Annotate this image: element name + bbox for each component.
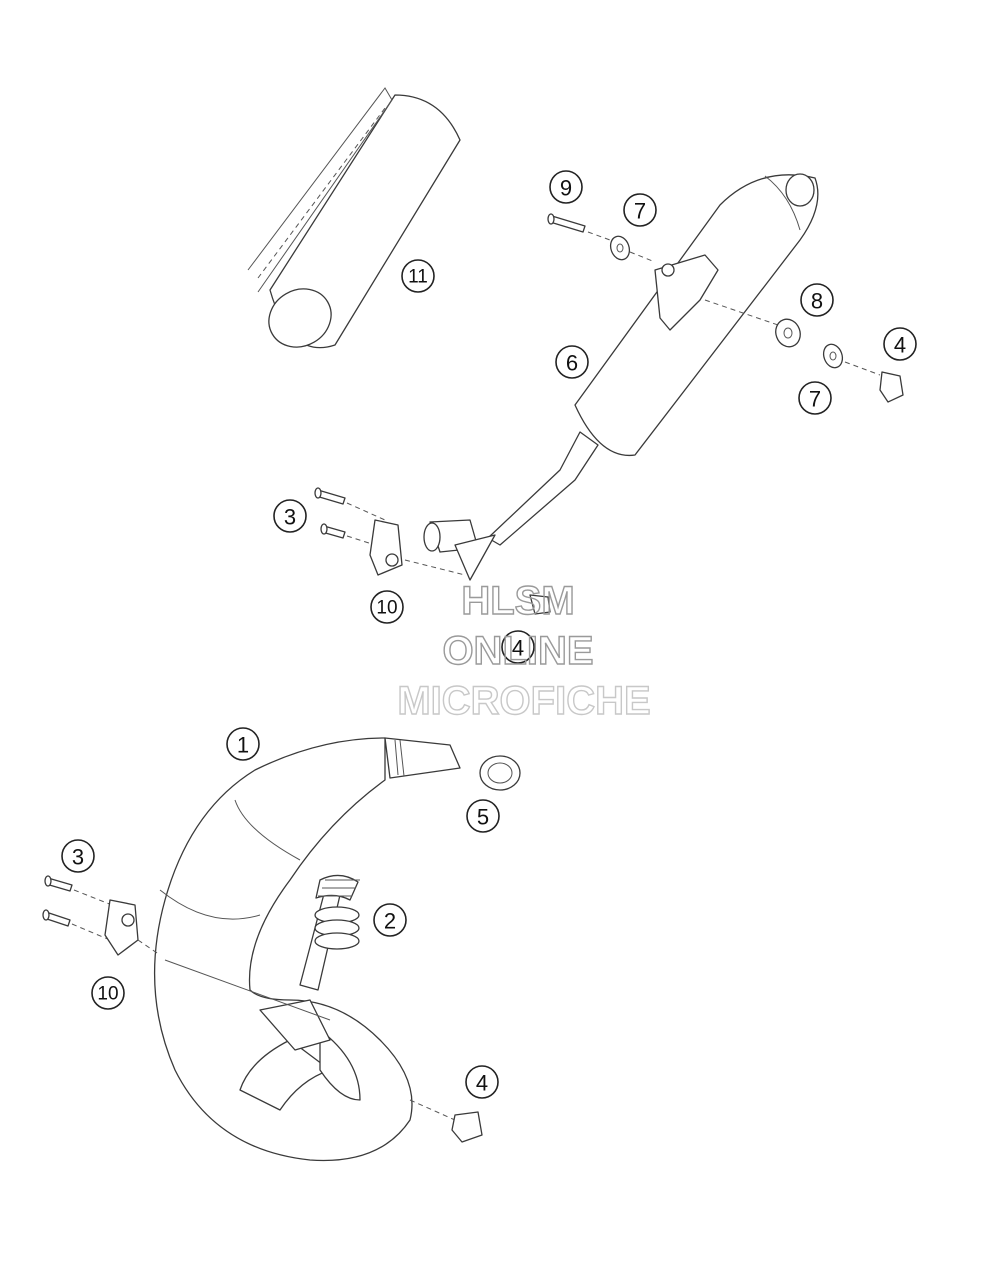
part-7-washer-lower [822, 343, 881, 376]
svg-text:5: 5 [477, 805, 489, 830]
svg-text:6: 6 [566, 351, 578, 376]
svg-text:4: 4 [894, 333, 906, 358]
part-6-silencer [423, 173, 819, 581]
svg-text:7: 7 [634, 199, 646, 224]
part-11-silencer-sleeve [247, 87, 461, 349]
part-4-nut-middle [529, 594, 551, 615]
watermark-line-3: MICROFICHE [397, 679, 650, 723]
callout-2: 2 [373, 903, 407, 937]
callout-7-lower: 7 [798, 381, 832, 415]
callout-6: 6 [555, 345, 589, 379]
callout-8: 8 [800, 283, 834, 317]
callout-10-lower: 10 [91, 976, 125, 1010]
svg-text:10: 10 [97, 984, 118, 1005]
callout-10-middle: 10 [370, 590, 404, 624]
part-3-bolts-middle [314, 487, 386, 546]
part-3-bolts-lower [42, 875, 113, 941]
callout-4-lower: 4 [465, 1065, 499, 1099]
callout-7-upper: 7 [623, 193, 657, 227]
svg-text:2: 2 [384, 909, 396, 934]
callout-3-middle: 3 [273, 499, 307, 533]
watermark-line-2: ONLINE [442, 629, 593, 673]
callout-4-middle: 4 [501, 630, 535, 664]
watermark-line-1: HLSM [461, 579, 574, 623]
part-2-spring-clip [314, 874, 360, 950]
svg-text:3: 3 [284, 505, 296, 530]
part-5-seal [479, 755, 521, 791]
callout-1: 1 [226, 727, 260, 761]
callout-3-lower: 3 [61, 839, 95, 873]
part-10-bracket-lower [104, 899, 161, 956]
svg-text:11: 11 [408, 267, 428, 288]
svg-text:8: 8 [811, 289, 823, 314]
svg-text:4: 4 [512, 636, 524, 661]
svg-text:4: 4 [476, 1071, 488, 1096]
part-1-exhaust-pipe [153, 737, 461, 1162]
callout-11: 11 [401, 259, 435, 293]
part-9-bolt [547, 213, 611, 241]
svg-text:9: 9 [560, 176, 572, 201]
svg-text:10: 10 [376, 598, 397, 619]
part-10-bracket-middle [369, 519, 466, 576]
callout-9: 9 [549, 170, 583, 204]
callout-4-upper: 4 [883, 327, 917, 361]
part-4-nut-lower [409, 1099, 483, 1143]
part-4-nut-upper [879, 371, 904, 403]
part-7-washer-upper [609, 235, 656, 263]
svg-text:1: 1 [237, 733, 249, 758]
svg-text:7: 7 [809, 387, 821, 412]
part-8-spacer [704, 299, 801, 348]
callout-5: 5 [466, 799, 500, 833]
watermark: HLSM ONLINE MICROFICHE [397, 578, 652, 723]
svg-text:3: 3 [72, 845, 84, 870]
